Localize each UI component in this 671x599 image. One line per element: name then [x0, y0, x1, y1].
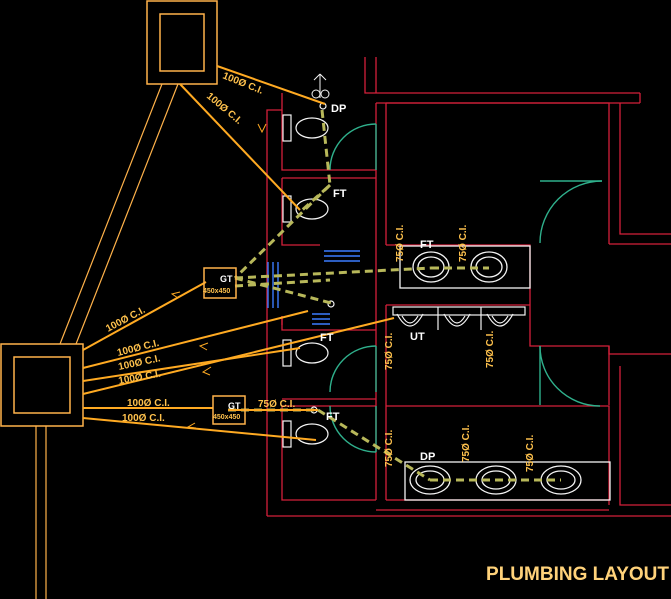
- gt-size-lower: 450x450: [213, 414, 240, 421]
- pipe-label-10: 75Ø C.I.: [395, 225, 406, 262]
- duct-shaft: [267, 250, 360, 325]
- ft-label-bottom: FT: [326, 411, 340, 423]
- ut-label: UT: [410, 331, 425, 343]
- flow-arrows: [117, 123, 267, 429]
- gt-size-upper: 450x450: [203, 288, 230, 295]
- pipe-label-14: 75Ø C.I.: [384, 430, 395, 467]
- main-sewer-lines: [35, 83, 179, 599]
- dp-label-top: DP: [331, 103, 346, 115]
- vent-cowl-icon: [311, 73, 330, 99]
- pipe-label-2: 100Ø C.I.: [204, 91, 244, 127]
- gully-trap-upper: [203, 267, 237, 299]
- pipe-label-9: 75Ø C.I.: [258, 399, 295, 410]
- pipe-label-11: 75Ø C.I.: [458, 225, 469, 262]
- pipe-label-13: 75Ø C.I.: [485, 331, 496, 368]
- ft-label-lower: FT: [320, 332, 334, 344]
- inspection-chamber-left: [0, 343, 84, 427]
- ft-label-upper: FT: [333, 188, 347, 200]
- pipe-label-8: 100Ø C.I.: [122, 413, 165, 424]
- inspection-chamber-top: [146, 0, 218, 85]
- pipe-label-12: 75Ø C.I.: [384, 333, 395, 370]
- building-walls: [266, 57, 671, 517]
- drawing-title: PLUMBING LAYOUT: [486, 564, 669, 585]
- pipe-label-16: 75Ø C.I.: [525, 435, 536, 472]
- dp-label-bottom: DP: [420, 451, 435, 463]
- pipe-label-7: 100Ø C.I.: [127, 398, 170, 409]
- gt-label-lower: GT: [228, 401, 241, 411]
- gully-trap-lower: [212, 395, 246, 425]
- doors: [329, 123, 603, 453]
- ci-pipes: [82, 65, 395, 441]
- ft-label-basin: FT: [420, 239, 434, 251]
- pipe-label-3: 100Ø C.I.: [104, 305, 147, 335]
- gt-label-upper: GT: [220, 274, 233, 284]
- pipe-label-15: 75Ø C.I.: [461, 425, 472, 462]
- urinals: [392, 306, 526, 330]
